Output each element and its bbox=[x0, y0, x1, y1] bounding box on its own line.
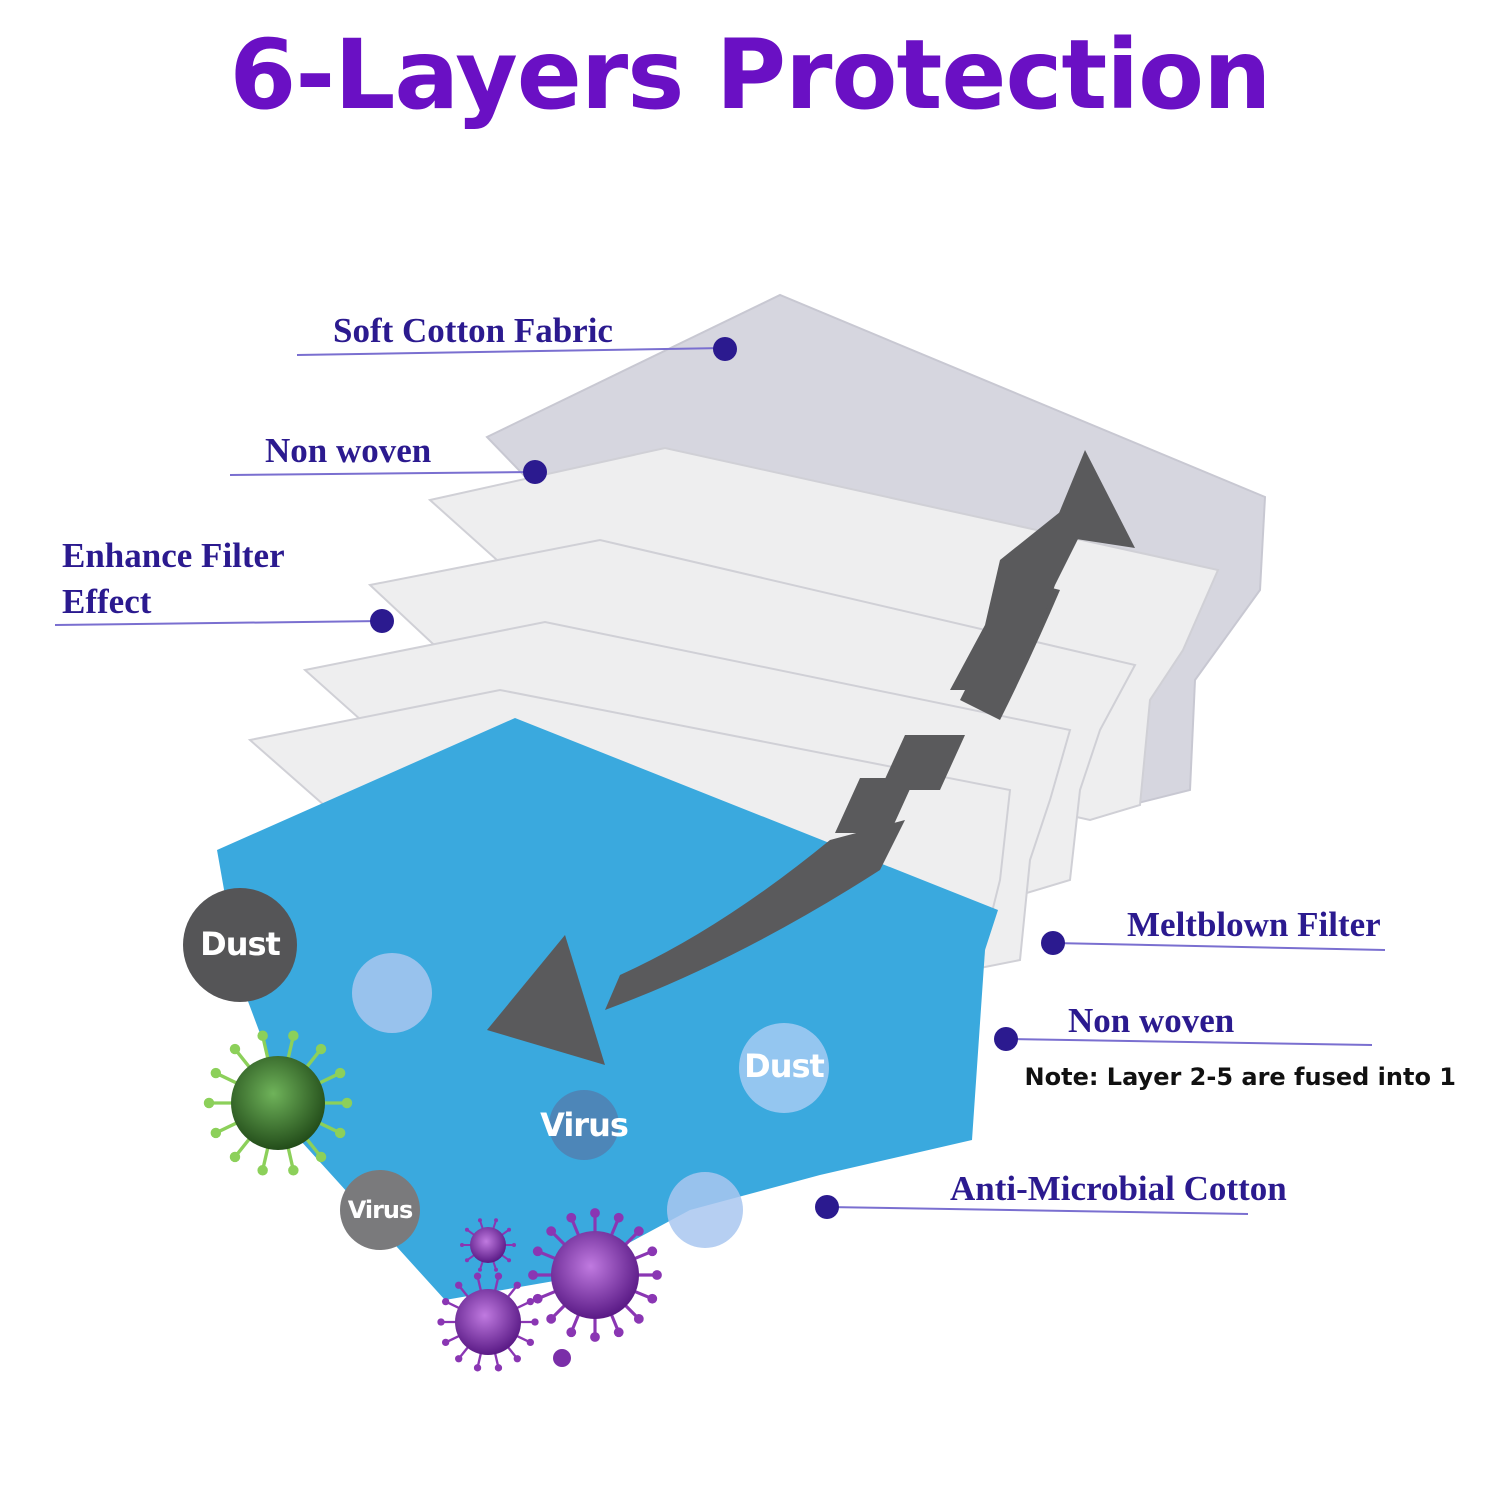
virus-spike-tip bbox=[210, 1127, 222, 1139]
filtered-particle-1 bbox=[352, 953, 432, 1033]
virus-spike-tip bbox=[477, 1218, 482, 1223]
purple-virus-icon bbox=[460, 1218, 516, 1272]
virus-spike-tip bbox=[507, 1227, 512, 1232]
purple-virus-icon bbox=[437, 1272, 539, 1372]
virus-spike-tip bbox=[494, 1218, 499, 1223]
virus-spike-tip bbox=[526, 1338, 535, 1347]
virus-spike-tip bbox=[437, 1318, 445, 1326]
virus-spike-tip bbox=[494, 1267, 499, 1272]
leader-dot-anti-microbial bbox=[815, 1195, 839, 1219]
filtered-particle-2 bbox=[667, 1172, 743, 1248]
dust-particle-outer bbox=[183, 888, 297, 1002]
virus-spike-tip bbox=[513, 1355, 521, 1363]
virus-spike-tip bbox=[455, 1355, 463, 1363]
virus-spike-tip bbox=[473, 1272, 482, 1280]
virus-spike-tip bbox=[334, 1067, 346, 1079]
footnote: Note: Layer 2-5 are fused into 1 bbox=[1024, 1063, 1456, 1091]
virus-spike-tip bbox=[494, 1364, 503, 1372]
leader-dot-non-woven-2 bbox=[994, 1027, 1018, 1051]
virus-spike-tip bbox=[460, 1243, 464, 1247]
virus-spike-tip bbox=[477, 1267, 482, 1272]
virus-spike-tip bbox=[441, 1338, 450, 1347]
virus-spike-tip bbox=[229, 1043, 241, 1055]
virus-spike-tip bbox=[546, 1313, 557, 1324]
virus-spike-tip bbox=[647, 1293, 658, 1304]
virus-spike-tip bbox=[257, 1165, 268, 1176]
virus-spike-tip bbox=[203, 1097, 215, 1109]
virus-spike-tip bbox=[613, 1327, 624, 1338]
virus-spike-tip bbox=[288, 1030, 299, 1041]
virus-spike-tip bbox=[647, 1246, 658, 1257]
virus-spike-tip bbox=[532, 1293, 543, 1304]
virus-particle-inner bbox=[549, 1090, 619, 1160]
virus-spike-tip bbox=[532, 1246, 543, 1257]
virus-spike-tip bbox=[513, 1281, 521, 1289]
page-title: 6-Layers Protection bbox=[229, 19, 1272, 131]
virus-spike-tip bbox=[613, 1212, 624, 1223]
label-soft-cotton-fabric: Soft Cotton Fabric bbox=[333, 311, 613, 350]
airflow-arrow bbox=[487, 450, 1135, 1065]
virus-spike-tip bbox=[464, 1258, 469, 1263]
leader-dot-soft-cotton bbox=[713, 337, 737, 361]
virus-spike-tip bbox=[334, 1127, 346, 1139]
virus-text-inner: Virus bbox=[540, 1106, 629, 1144]
virus-spike-tip bbox=[494, 1272, 503, 1280]
virus-spike-tip bbox=[512, 1243, 516, 1247]
virus-spike-tip bbox=[229, 1151, 241, 1163]
virus-spike-tip bbox=[507, 1258, 512, 1263]
virus-spike-tip bbox=[341, 1097, 353, 1109]
virus-spike-tip bbox=[546, 1226, 557, 1237]
virus-particle-outer bbox=[340, 1170, 420, 1250]
virus-spike-tip bbox=[531, 1318, 539, 1326]
label-enhance-filter-line2: Effect bbox=[62, 582, 152, 621]
virus-spike-tip bbox=[210, 1067, 222, 1079]
virus-spike-tip bbox=[473, 1364, 482, 1372]
leader-dot-meltblown bbox=[1041, 931, 1065, 955]
dust-text-inner: Dust bbox=[744, 1047, 825, 1085]
virus-spike-tip bbox=[441, 1297, 450, 1306]
label-non-woven-2: Non woven bbox=[1068, 1001, 1235, 1040]
virus-spike-tip bbox=[455, 1281, 463, 1289]
virus-spike-tip bbox=[464, 1227, 469, 1232]
label-enhance-filter-line1: Enhance Filter bbox=[62, 536, 285, 575]
virus-spike-tip bbox=[288, 1165, 299, 1176]
leader-dot-enhance-filter bbox=[370, 609, 394, 633]
label-non-woven-1: Non woven bbox=[265, 431, 432, 470]
virus-spike-tip bbox=[257, 1030, 268, 1041]
virus-spike-tip bbox=[315, 1043, 327, 1055]
virus-spike-tip bbox=[590, 1332, 600, 1342]
virus-spike-tip bbox=[590, 1208, 600, 1218]
dust-particle-inner bbox=[739, 1023, 829, 1113]
label-meltblown-filter: Meltblown Filter bbox=[1127, 905, 1381, 944]
virus-spike-tip bbox=[528, 1270, 538, 1280]
virus-spike-tip bbox=[566, 1212, 577, 1223]
label-leaders bbox=[54, 337, 1386, 1219]
label-anti-microbial-cotton: Anti-Microbial Cotton bbox=[950, 1169, 1287, 1208]
virus-spike-tip bbox=[526, 1297, 535, 1306]
purple-virus-dot-icon bbox=[553, 1349, 571, 1367]
virus-spike-tip bbox=[566, 1327, 577, 1338]
virus-spike-tip bbox=[652, 1270, 662, 1280]
virus-spike-tip bbox=[633, 1313, 644, 1324]
purple-virus-icon bbox=[528, 1208, 662, 1342]
leader-dot-non-woven-1 bbox=[523, 460, 547, 484]
green-virus-icon bbox=[203, 1030, 353, 1176]
virus-spike-tip bbox=[633, 1226, 644, 1237]
virus-text-outer: Virus bbox=[347, 1196, 414, 1224]
virus-spike-tip bbox=[315, 1151, 327, 1163]
dust-text-outer: Dust bbox=[200, 925, 281, 963]
